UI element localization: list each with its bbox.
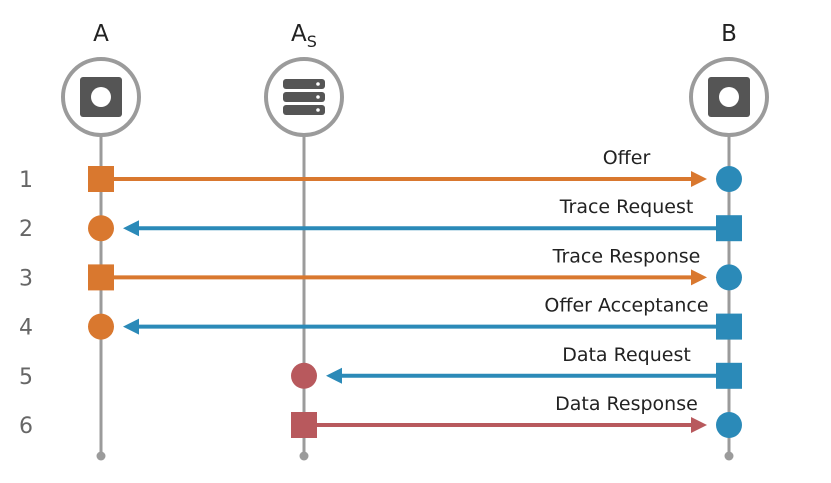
camera-icon <box>61 57 141 137</box>
actor-b: B <box>689 21 769 137</box>
actor-label: A <box>93 21 109 47</box>
actor-as: AS <box>264 21 344 137</box>
sender-square <box>88 264 114 291</box>
sender-square <box>716 313 742 340</box>
receiver-circle <box>716 166 742 192</box>
step-number: 3 <box>19 266 33 291</box>
message-6: Data Response <box>291 393 742 438</box>
receiver-circle <box>716 264 742 291</box>
step-number: 2 <box>19 217 33 242</box>
message-4: Offer Acceptance <box>88 295 742 340</box>
step-number: 1 <box>19 168 33 193</box>
actor-label: B <box>721 21 737 47</box>
message-label: Offer <box>603 147 651 169</box>
step-number: 4 <box>19 316 33 341</box>
arrowhead <box>123 318 139 335</box>
sender-square <box>291 412 317 438</box>
step-number: 5 <box>19 365 33 390</box>
lifeline-end-dot <box>96 451 106 461</box>
arrowhead <box>123 220 139 237</box>
actor-label: AS <box>291 21 317 51</box>
message-3: Trace Response <box>88 245 742 291</box>
sender-square <box>716 215 742 242</box>
server-icon <box>264 57 344 137</box>
arrowhead <box>691 269 707 286</box>
receiver-circle <box>88 215 114 242</box>
actor-a: A <box>61 21 141 137</box>
message-label: Data Request <box>562 344 691 366</box>
message-5: Data Request <box>291 344 742 389</box>
message-label: Trace Response <box>552 245 701 267</box>
sender-square <box>716 362 742 389</box>
step-numbers: 1 2 3 4 5 6 <box>19 168 33 439</box>
step-number: 6 <box>19 414 33 439</box>
receiver-circle <box>291 362 317 389</box>
actors: A AS B <box>61 21 769 137</box>
sender-square <box>88 166 114 192</box>
message-label: Data Response <box>555 393 698 415</box>
message-label: Offer Acceptance <box>544 295 708 317</box>
message-2: Trace Request <box>88 196 742 242</box>
receiver-circle <box>88 313 114 340</box>
arrowhead <box>691 417 707 433</box>
arrowhead <box>326 367 342 384</box>
message-1: Offer <box>88 147 742 192</box>
receiver-circle <box>716 412 742 438</box>
camera-icon <box>689 57 769 137</box>
message-label: Trace Request <box>559 196 694 218</box>
arrowhead <box>691 171 707 187</box>
lifeline-end-dot <box>724 451 734 461</box>
lifeline-end-dot <box>299 451 309 461</box>
